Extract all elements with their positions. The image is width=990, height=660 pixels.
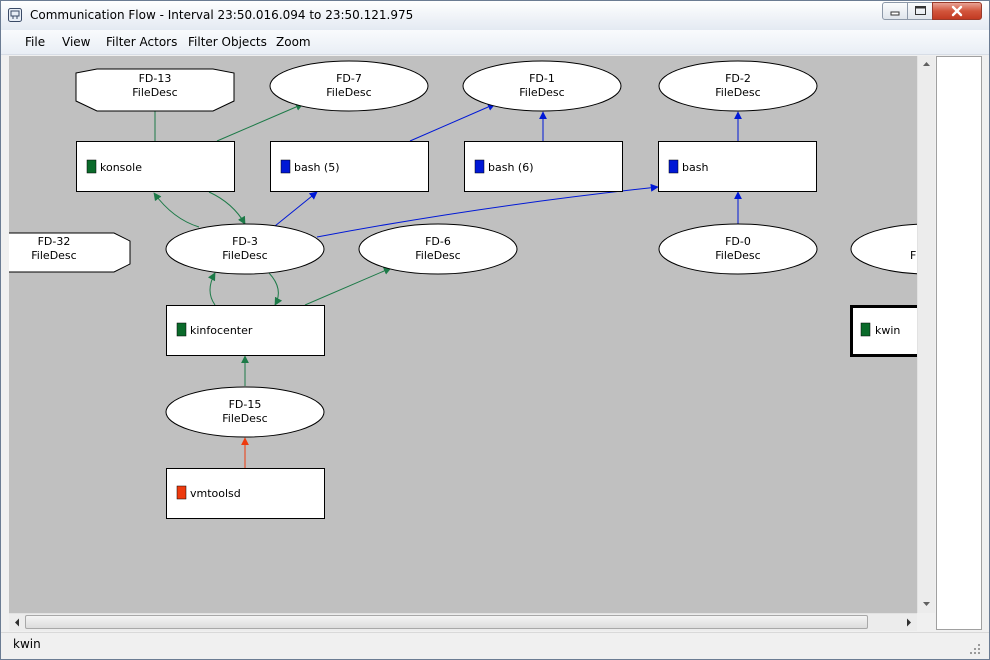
fd-node-type: FileDesc	[222, 412, 267, 425]
scroll-arrows	[923, 62, 930, 606]
fd-node-type: FileDesc	[132, 86, 177, 99]
fd-node-name: FD-6	[425, 235, 451, 248]
minimize-icon	[890, 11, 900, 16]
maximize-button[interactable]	[907, 2, 933, 20]
fd-node[interactable]: FD-3 FileDesc	[165, 223, 325, 275]
edge-konsole-fd7	[216, 103, 304, 142]
fd-node-type: FileDesc	[222, 249, 267, 262]
side-panel[interactable]	[936, 56, 982, 630]
horizontal-scrollbar[interactable]	[9, 613, 917, 631]
actor-name: konsole	[100, 161, 142, 174]
app-icon	[8, 8, 22, 22]
edge-fd3-konsole	[153, 192, 200, 228]
fd-node-type: F	[910, 249, 916, 262]
menu-zoom[interactable]: Zoom	[276, 35, 311, 49]
fd-node-type: FileDesc	[31, 249, 76, 262]
window-title: Communication Flow - Interval 23:50.016.…	[30, 8, 414, 22]
actor-node[interactable]: bash (5)	[270, 141, 429, 192]
fd-node-type: FileDesc	[326, 86, 371, 99]
edge-fd3-bash5	[274, 191, 318, 227]
edge-fd3-bash	[316, 183, 659, 238]
actor-name: vmtoolsd	[190, 487, 241, 500]
edge-fd3-kinfocenter	[268, 272, 283, 306]
close-button[interactable]	[932, 2, 982, 20]
actor-node[interactable]: konsole	[76, 141, 235, 192]
scroll-right-icon[interactable]	[907, 618, 911, 627]
fd-node[interactable]: FD-32 FileDesc	[9, 232, 131, 273]
minimize-button[interactable]	[882, 2, 908, 20]
fd-node-name: FD-3	[232, 235, 258, 248]
actor-name: bash	[682, 161, 708, 174]
actor-name: kinfocenter	[190, 324, 253, 337]
edge-konsole-fd3	[208, 191, 246, 225]
actor-node[interactable]: kinfocenter	[166, 305, 325, 356]
actor-color-swatch	[474, 159, 485, 174]
hscroll-arrows	[15, 618, 911, 627]
communication-graph: FD-13 FileDesc FD-7 FileDesc FD-1 FileDe…	[9, 60, 918, 519]
fd-node[interactable]: FD-0 FileDesc	[658, 223, 818, 275]
fd-node-type: FileDesc	[715, 86, 760, 99]
fd-node-name: FD-13	[139, 72, 172, 85]
actor-node[interactable]: bash	[658, 141, 817, 192]
fd-node-name: FD-0	[725, 235, 751, 248]
actor-color-swatch	[860, 322, 871, 337]
actor-name: bash (6)	[488, 161, 534, 174]
fd-node[interactable]: FD-6 FileDesc	[358, 223, 518, 275]
fd-node[interactable]: FD-15 FileDesc	[165, 386, 325, 438]
actor-color-swatch	[86, 159, 97, 174]
actor-node[interactable]: vmtoolsd	[166, 468, 325, 519]
edge-kinfocenter-fd6	[304, 267, 392, 306]
graph-edges	[153, 103, 742, 468]
title-bar[interactable]: Communication Flow - Interval 23:50.016.…	[1, 1, 989, 30]
actor-color-swatch	[668, 159, 679, 174]
fd-node-type: FileDesc	[519, 86, 564, 99]
fd-node-name: FD-1	[529, 72, 555, 85]
status-text: kwin	[13, 637, 41, 651]
status-bar: kwin	[1, 632, 989, 659]
fd-node[interactable]: FD-13 FileDesc	[75, 68, 235, 112]
actor-node[interactable]: bash (6)	[464, 141, 623, 192]
actor-color-swatch	[176, 322, 187, 337]
actor-node-selected[interactable]: kwin	[850, 305, 918, 357]
graph-canvas[interactable]: FD-13 FileDesc FD-7 FileDesc FD-1 FileDe…	[9, 56, 917, 613]
actor-color-swatch	[280, 159, 291, 174]
actor-name: bash (5)	[294, 161, 340, 174]
fd-node-type: FileDesc	[415, 249, 460, 262]
fd-node-type: FileDesc	[715, 249, 760, 262]
close-icon	[951, 5, 963, 17]
fd-node-name: FD-7	[336, 72, 362, 85]
edge-bash5-fd1	[409, 103, 496, 142]
scroll-left-icon[interactable]	[15, 618, 19, 627]
resize-grip-icon[interactable]	[967, 641, 981, 655]
maximize-icon	[915, 6, 926, 15]
fd-node[interactable]: FD-1 FileDesc	[462, 60, 622, 112]
fd-node-name: FD-32	[38, 235, 71, 248]
fd-node-name: FD-15	[229, 398, 262, 411]
scroll-thumb[interactable]	[25, 615, 868, 629]
menu-view[interactable]: View	[62, 35, 91, 49]
fd-node-partial[interactable]: F	[850, 223, 917, 275]
scroll-down-icon[interactable]	[923, 602, 930, 606]
menu-bar: File View Filter Actors Filter Objects Z…	[1, 30, 989, 55]
fd-node[interactable]: FD-7 FileDesc	[269, 60, 429, 112]
scroll-up-icon[interactable]	[923, 62, 930, 66]
menu-filter-actors[interactable]: Filter Actors	[106, 35, 178, 49]
menu-filter-objects[interactable]: Filter Objects	[188, 35, 267, 49]
vertical-scrollbar[interactable]	[917, 56, 935, 613]
actor-color-swatch	[176, 485, 187, 500]
fd-node[interactable]: FD-2 FileDesc	[658, 60, 818, 112]
menu-file[interactable]: File	[25, 35, 46, 49]
actor-name: kwin	[875, 324, 900, 337]
edge-kinfocenter-fd3	[208, 272, 216, 306]
fd-node-name: FD-2	[725, 72, 751, 85]
